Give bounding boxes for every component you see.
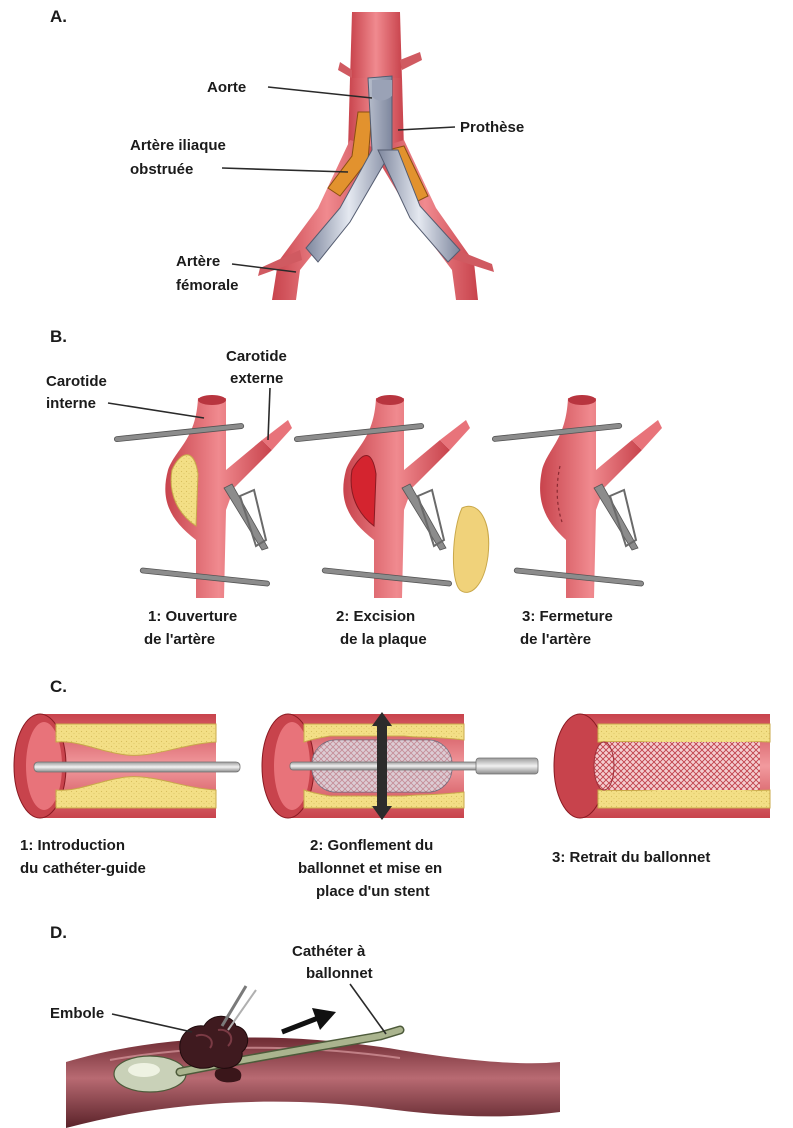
label-femorale-line1: Artère	[176, 253, 220, 270]
caption-b-step-3-line2: de l'artère	[520, 631, 591, 648]
caption-b-step-2-line1: 2: Excision	[336, 608, 415, 625]
caption-c-step-1-line1: 1: Introduction	[20, 837, 125, 854]
label-catheter-line1: Cathéter à	[292, 943, 366, 960]
label-carotide-externe-line2: externe	[230, 370, 283, 387]
leader-iliaque	[222, 168, 348, 172]
carotid-step-1-illustration	[114, 395, 292, 598]
aorta-illustration	[258, 12, 494, 300]
label-catheter-line2: ballonnet	[306, 965, 373, 982]
leader-carotide-externe	[268, 388, 270, 440]
caption-c-step-2-line1: 2: Gonflement du	[310, 837, 433, 854]
caption-b-step-1-line2: de l'artère	[144, 631, 215, 648]
label-prothese: Prothèse	[460, 119, 524, 136]
section-a-letter: A.	[50, 7, 67, 26]
leader-carotide-interne	[108, 403, 204, 418]
label-iliaque-line2: obstruée	[130, 161, 193, 178]
carotid-step-2-illustration	[294, 395, 489, 598]
caption-c-step-2-line3: place d'un stent	[316, 883, 430, 900]
section-c-letter: C.	[50, 677, 67, 696]
carotid-step-3-illustration	[492, 395, 662, 598]
angioplasty-step-1-illustration	[14, 714, 240, 818]
label-iliaque-line1: Artère iliaque	[130, 137, 226, 154]
caption-c-step-1-line2: du cathéter-guide	[20, 860, 146, 877]
caption-c-step-2-line2: ballonnet et mise en	[298, 860, 442, 877]
label-carotide-externe-line1: Carotide	[226, 348, 287, 365]
label-carotide-interne-line1: Carotide	[46, 373, 107, 390]
angioplasty-step-3-illustration	[554, 714, 770, 818]
label-aorte: Aorte	[207, 79, 246, 96]
caption-b-step-1-line1: 1: Ouverture	[148, 608, 237, 625]
caption-b-step-2-line2: de la plaque	[340, 631, 427, 648]
leader-prothese	[398, 127, 455, 130]
label-carotide-interne-line2: interne	[46, 395, 96, 412]
caption-c-step-3-line1: 3: Retrait du ballonnet	[552, 849, 710, 866]
leader-catheter	[350, 984, 386, 1034]
leader-embole	[112, 1014, 192, 1032]
section-d-letter: D.	[50, 923, 67, 942]
section-b-letter: B.	[50, 327, 67, 346]
angioplasty-step-2-illustration	[262, 712, 538, 820]
label-embole: Embole	[50, 1005, 104, 1022]
label-femorale-line2: fémorale	[176, 277, 239, 294]
caption-b-step-3-line1: 3: Fermeture	[522, 608, 613, 625]
embolectomy-illustration	[66, 986, 560, 1128]
